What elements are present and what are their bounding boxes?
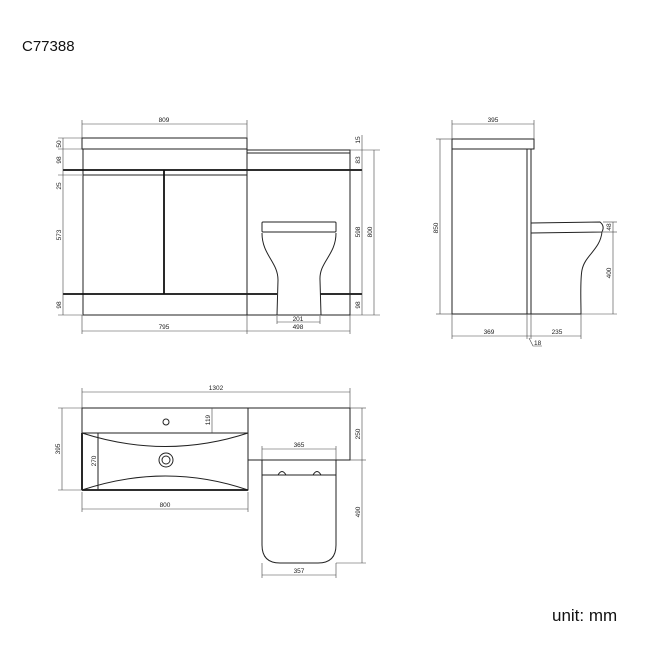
dim-573: 573 [56, 229, 63, 240]
dim-357: 357 [294, 568, 305, 575]
seat-hinges [277, 471, 322, 476]
dim-50: 50 [56, 140, 63, 148]
side-toilet-pan [531, 231, 603, 315]
dim-809: 809 [159, 117, 170, 124]
dim-98-right: 98 [355, 301, 362, 309]
dim-83: 83 [355, 156, 362, 164]
dim-795: 795 [159, 324, 170, 331]
dim-598: 598 [355, 226, 362, 237]
dim-400: 400 [606, 267, 613, 278]
tap-hole [162, 418, 170, 426]
toilet-seat-top [261, 474, 337, 564]
unit-label: unit: mm [552, 606, 618, 625]
dim-48: 48 [606, 223, 613, 231]
side-toilet-seat [530, 221, 604, 234]
dim-800-top: 800 [160, 502, 171, 509]
vanity-cabinet [82, 148, 248, 316]
side-countertop [451, 138, 535, 150]
waste-inner [161, 455, 171, 465]
dim-25: 25 [56, 182, 63, 190]
dim-490: 490 [355, 506, 362, 517]
dim-850: 850 [433, 222, 440, 233]
front-view: 809 50 98 25 573 98 795 498 201 15 83 59… [56, 117, 380, 334]
shelf-top [247, 407, 351, 461]
dim-800: 800 [367, 226, 374, 237]
dim-18: 18 [534, 340, 542, 347]
basin-outline [81, 407, 249, 491]
dim-1302: 1302 [209, 385, 224, 392]
toilet-panel [246, 149, 351, 316]
side-view: 395 850 48 400 369 235 18 [433, 117, 617, 347]
dim-119: 119 [205, 414, 212, 425]
countertop [81, 137, 248, 150]
waste-outer [158, 452, 174, 468]
side-panel [526, 148, 532, 315]
dim-498: 498 [293, 324, 304, 331]
dim-98-left: 98 [56, 301, 63, 309]
dim-15: 15 [355, 136, 362, 144]
dim-250: 250 [355, 428, 362, 439]
basin-bowl [81, 432, 249, 491]
dim-270: 270 [91, 455, 98, 466]
dim-235: 235 [552, 329, 563, 336]
dim-395-side: 395 [488, 117, 499, 124]
side-cabinet [451, 148, 528, 315]
dim-369: 369 [484, 329, 495, 336]
product-code: C77388 [22, 38, 75, 55]
dim-365: 365 [294, 442, 305, 449]
dim-98-top: 98 [56, 156, 63, 164]
top-view: 1302 395 119 270 800 250 490 365 357 [55, 385, 366, 578]
dim-395-top: 395 [55, 443, 62, 454]
toilet-cistern-lid [261, 221, 337, 233]
toilet-pan [261, 232, 337, 316]
dim-201: 201 [293, 316, 304, 323]
